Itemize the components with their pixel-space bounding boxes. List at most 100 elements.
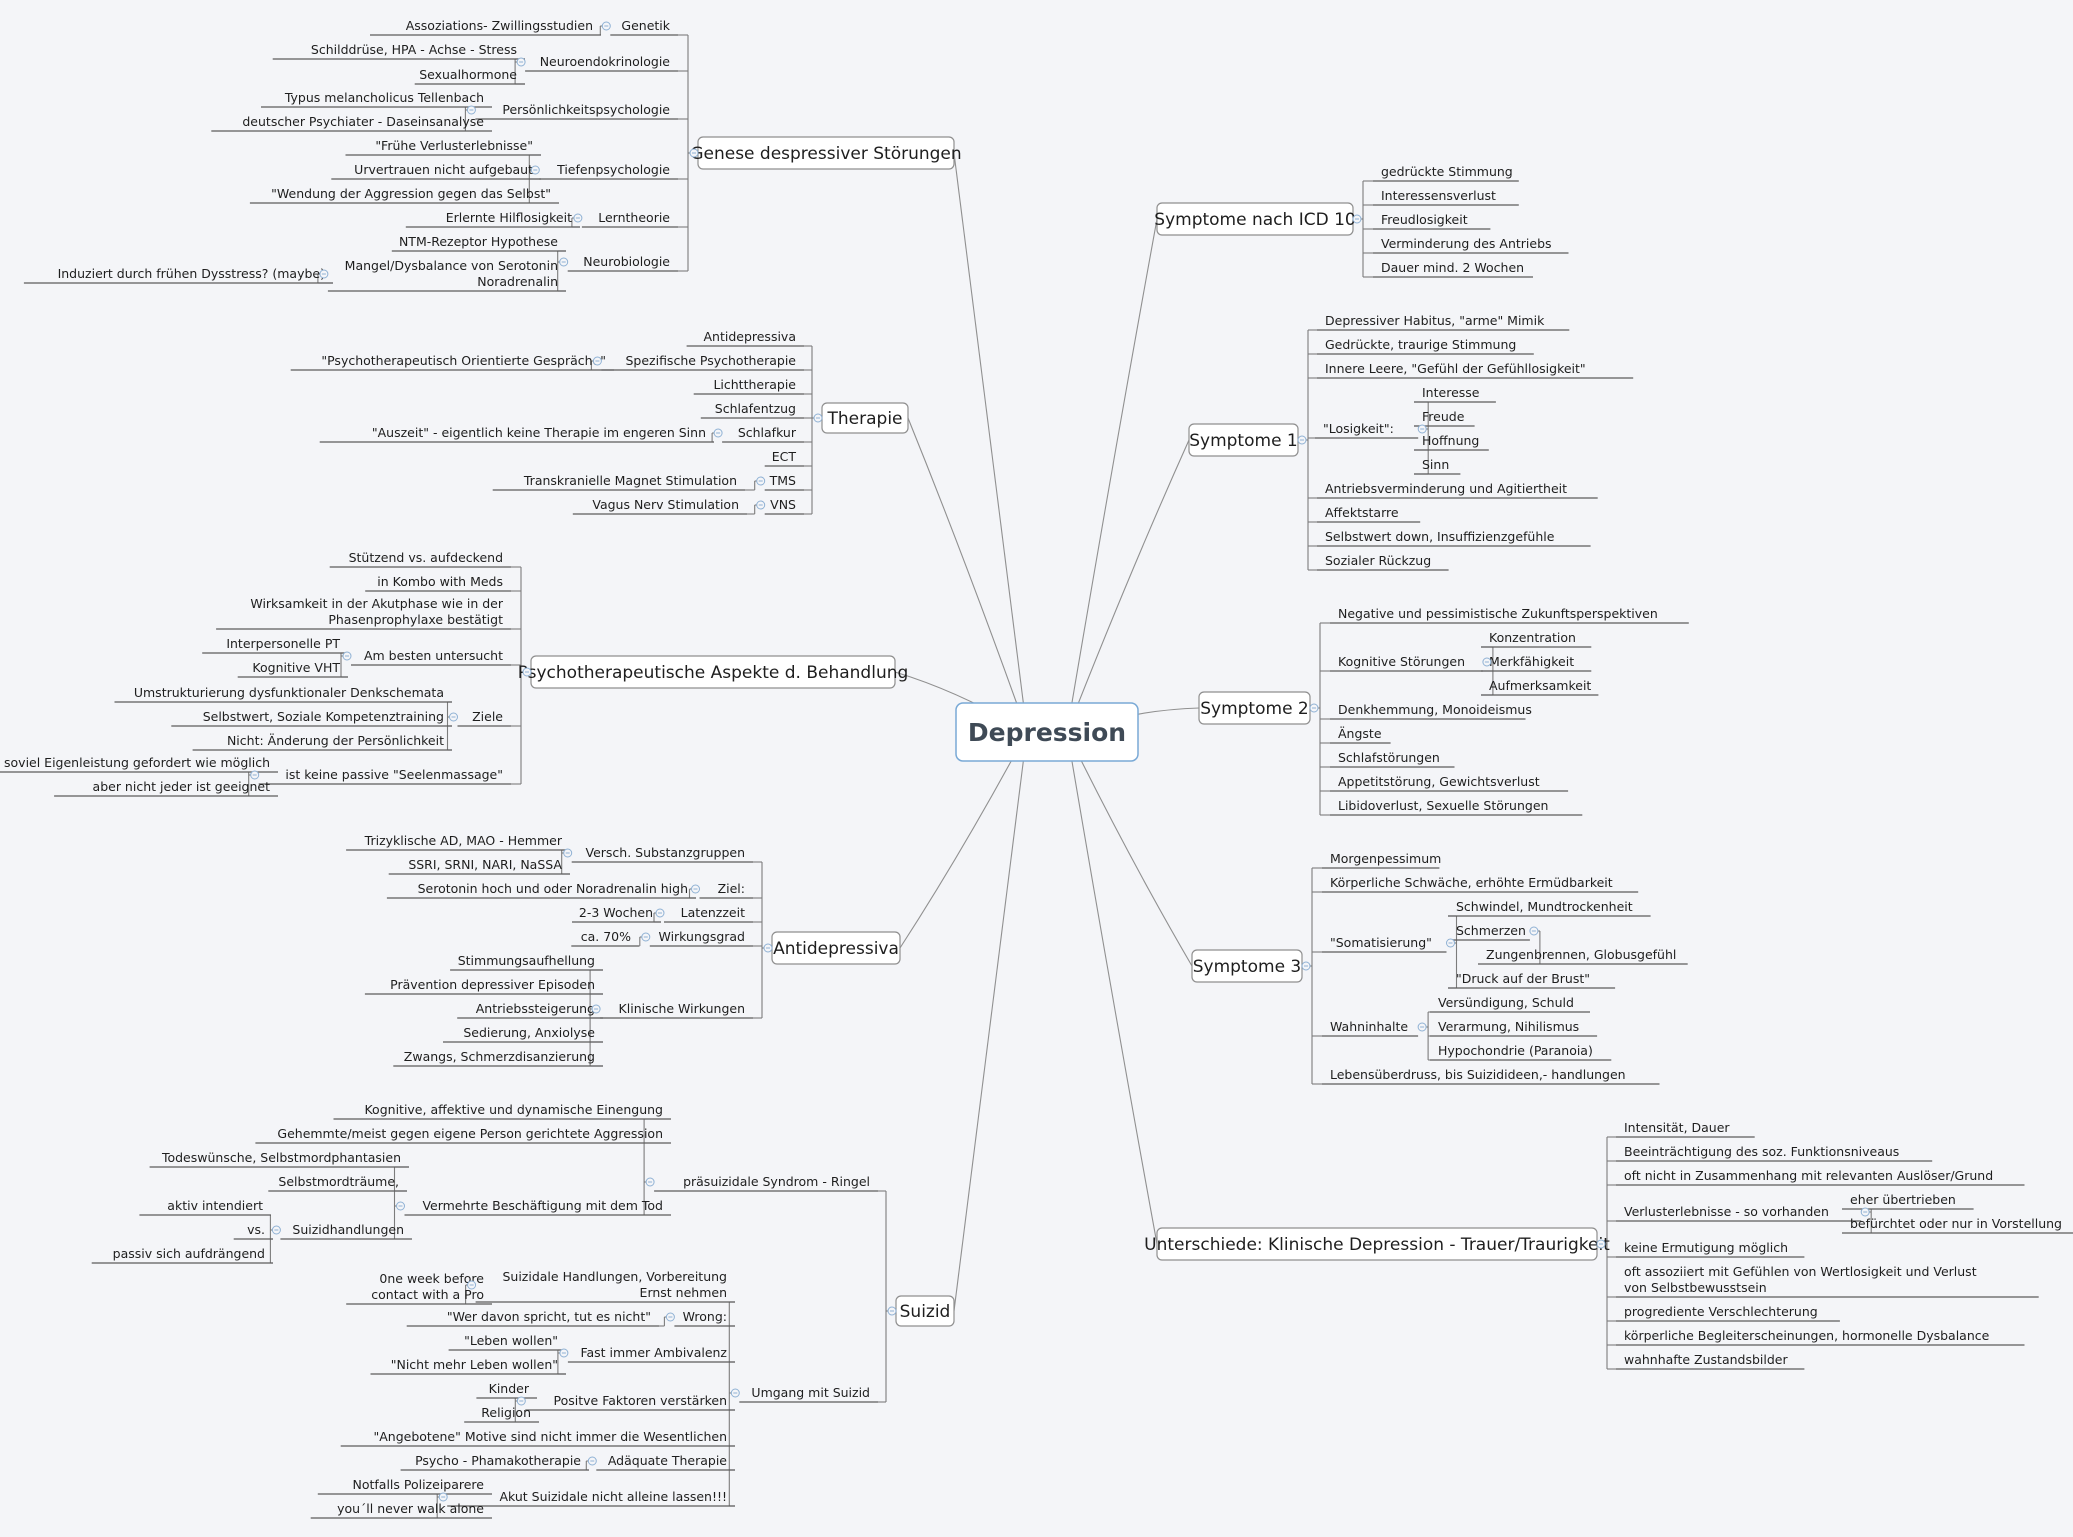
topic-interesse[interactable]: Interesse xyxy=(1414,385,1496,403)
topic-neuroendokrinologie[interactable]: Neuroendokrinologie xyxy=(525,54,678,72)
topic-stuetzend-vs-aufdeckend[interactable]: Stützend vs. aufdeckend xyxy=(329,550,511,568)
collapse-toggle-icon[interactable] xyxy=(813,413,823,423)
topic-gehemmte-meist-gegen-eigene-person-geric[interactable]: Gehemmte/meist gegen eigene Person geric… xyxy=(255,1126,671,1144)
collapse-toggle-icon[interactable] xyxy=(1860,1207,1870,1217)
collapse-toggle-icon[interactable] xyxy=(438,1492,448,1502)
collapse-toggle-icon[interactable] xyxy=(756,500,766,510)
topic-todeswuensche-selbstmordphantasien[interactable]: Todeswünsche, Selbstmordphantasien xyxy=(149,1150,409,1168)
topic-sinn[interactable]: Sinn xyxy=(1414,457,1461,475)
topic-wahnhafte-zustandsbilder[interactable]: wahnhafte Zustandsbilder xyxy=(1616,1352,1805,1370)
topic-praevention-depressiver-episoden[interactable]: Prävention depressiver Episoden xyxy=(364,977,603,995)
topic-passiv-sich-aufdraengend[interactable]: passiv sich aufdrängend xyxy=(91,1246,273,1264)
topic-ziele[interactable]: Ziele xyxy=(457,709,512,727)
collapse-toggle-icon[interactable] xyxy=(730,1388,740,1398)
topic-negative-und-pessimistische-zukunftspers[interactable]: Negative und pessimistische Zukunftspers… xyxy=(1330,606,1689,624)
topic-auszeit-eigentlich-keine-therapie-im-eng[interactable]: "Auszeit" - eigentlich keine Therapie im… xyxy=(319,425,714,443)
topic-am-besten-untersucht[interactable]: Am besten untersucht xyxy=(351,648,511,666)
topic-notfalls-polizeiparere[interactable]: Notfalls Polizeiparere xyxy=(317,1477,492,1495)
topic-antriebsverminderung-und-agitiertheit[interactable]: Antriebsverminderung und Agitiertheit xyxy=(1317,481,1598,499)
topic-wirksamkeit-in-der-akutphase-wie-in-der-[interactable]: Wirksamkeit in der Akutphase wie in derP… xyxy=(216,596,511,630)
topic-vs[interactable]: vs. xyxy=(233,1222,273,1240)
topic-freude[interactable]: Freude xyxy=(1414,409,1475,427)
topic-ca-70[interactable]: ca. 70% xyxy=(571,929,639,947)
collapse-toggle-icon[interactable] xyxy=(665,1312,675,1322)
topic-kognitive-affektive-und-dynamische-einen[interactable]: Kognitive, affektive und dynamische Eine… xyxy=(333,1102,672,1120)
topic-gedrueckte-stimmung[interactable]: gedrückte Stimmung xyxy=(1373,164,1519,182)
topic-stimmungsaufhellung[interactable]: Stimmungsaufhellung xyxy=(450,953,603,971)
topic-selbstwert-soziale-kompetenztraining[interactable]: Selbstwert, Soziale Kompetenztraining xyxy=(171,709,452,727)
topic-assoziations-zwillingsstudien[interactable]: Assoziations- Zwillingsstudien xyxy=(370,18,601,36)
topic-libidoverlust-sexuelle-stoerungen[interactable]: Libidoverlust, Sexuelle Störungen xyxy=(1330,798,1583,816)
topic-lerntheorie[interactable]: Lerntheorie xyxy=(581,210,678,228)
topic-kognitive-vht[interactable]: Kognitive VHT xyxy=(237,660,348,678)
topic-ntm-rezeptor-hypothese[interactable]: NTM-Rezeptor Hypothese xyxy=(391,234,566,252)
topic-antriebssteigerung[interactable]: Antriebssteigerung xyxy=(457,1001,603,1019)
collapse-toggle-icon[interactable] xyxy=(559,257,569,267)
topic-vagus-nerv-stimulation[interactable]: Vagus Nerv Stimulation xyxy=(572,497,747,515)
topic-adaequate-therapie[interactable]: Adäquate Therapie xyxy=(596,1453,735,1471)
topic-tiefenpsychologie[interactable]: Tiefenpsychologie xyxy=(539,162,678,180)
topic-verminderung-des-antriebs[interactable]: Verminderung des Antriebs xyxy=(1373,236,1569,254)
topic-neurobiologie[interactable]: Neurobiologie xyxy=(567,254,678,272)
topic-wahninhalte[interactable]: Wahninhalte xyxy=(1322,1019,1419,1037)
topic-versch-substanzgruppen[interactable]: Versch. Substanzgruppen xyxy=(571,845,753,863)
topic-gedrueckte-traurige-stimmung[interactable]: Gedrückte, traurige Stimmung xyxy=(1317,337,1534,355)
collapse-toggle-icon[interactable] xyxy=(1352,214,1362,224)
collapse-toggle-icon[interactable] xyxy=(591,1004,601,1014)
topic-aengste[interactable]: Ängste xyxy=(1330,726,1391,744)
collapse-toggle-icon[interactable] xyxy=(1446,938,1455,948)
topic-psychotherapeutisch-orientierte-gespraec[interactable]: "Psychotherapeutisch Orientierte Gespräc… xyxy=(290,353,614,371)
collapse-toggle-icon[interactable] xyxy=(601,21,611,31)
topic-appetitstoerung-gewichtsverlust[interactable]: Appetitstörung, Gewichtsverlust xyxy=(1330,774,1569,792)
topic-wrong[interactable]: Wrong: xyxy=(674,1309,735,1327)
topic-verarmung-nihilismus[interactable]: Verarmung, Nihilismus xyxy=(1430,1019,1598,1037)
collapse-toggle-icon[interactable] xyxy=(587,1456,597,1466)
branch-symptome-3[interactable]: Symptome 3 xyxy=(1191,949,1303,983)
collapse-toggle-icon[interactable] xyxy=(516,57,526,67)
topic-koerperliche-begleiterscheinungen-hormon[interactable]: körperliche Begleiterscheinungen, hormon… xyxy=(1616,1328,2025,1346)
topic-intensitaet-dauer[interactable]: Intensität, Dauer xyxy=(1616,1120,1755,1138)
collapse-toggle-icon[interactable] xyxy=(271,1225,281,1235)
topic-vermehrte-beschaeftigung-mit-dem-tod[interactable]: Vermehrte Beschäftigung mit dem Tod xyxy=(404,1198,672,1216)
topic-aber-nicht-jeder-ist-geeignet[interactable]: aber nicht jeder ist geeignet xyxy=(54,779,278,797)
topic-ist-keine-passive-seelenmassage[interactable]: ist keine passive "Seelenmassage" xyxy=(258,767,511,785)
topic-nicht-mehr-leben-wollen[interactable]: "Nicht mehr Leben wollen" xyxy=(370,1357,567,1375)
collapse-toggle-icon[interactable] xyxy=(641,932,651,942)
collapse-toggle-icon[interactable] xyxy=(522,667,532,677)
collapse-toggle-icon[interactable] xyxy=(1482,657,1492,667)
topic-wirkungsgrad[interactable]: Wirkungsgrad xyxy=(649,929,753,947)
collapse-toggle-icon[interactable] xyxy=(466,105,476,115)
topic-kinder[interactable]: Kinder xyxy=(476,1381,537,1399)
branch-therapie[interactable]: Therapie xyxy=(821,402,909,434)
topic-psycho-phamakotherapie[interactable]: Psycho - Phamakotherapie xyxy=(400,1453,589,1471)
topic-selbstmordtraeume[interactable]: Selbstmordträume, xyxy=(268,1174,407,1192)
topic-depressiver-habitus-arme-mimik[interactable]: Depressiver Habitus, "arme" Mimik xyxy=(1317,313,1570,331)
topic-oft-nicht-in-zusammenhang-mit-relevanten[interactable]: oft nicht in Zusammenhang mit relevanten… xyxy=(1616,1168,2025,1186)
branch-genese-despressiver-stoerungen[interactable]: Genese despressiver Störungen xyxy=(690,136,962,170)
topic-interpersonelle-pt[interactable]: Interpersonelle PT xyxy=(202,636,348,654)
branch-symptome-2[interactable]: Symptome 2 xyxy=(1198,691,1311,725)
topic-leben-wollen[interactable]: "Leben wollen" xyxy=(448,1333,566,1351)
topic-religion[interactable]: Religion xyxy=(464,1405,539,1423)
collapse-toggle-icon[interactable] xyxy=(573,213,583,223)
collapse-toggle-icon[interactable] xyxy=(887,1306,897,1316)
topic-fruehe-verlusterlebnisse[interactable]: "Frühe Verlusterlebnisse" xyxy=(345,138,542,156)
topic-antidepressiva[interactable]: Antidepressiva xyxy=(686,329,804,347)
topic-dauer-mind-2-wochen[interactable]: Dauer mind. 2 Wochen xyxy=(1373,260,1533,278)
collapse-toggle-icon[interactable] xyxy=(250,770,260,780)
topic-sozialer-rueckzug[interactable]: Sozialer Rückzug xyxy=(1317,553,1449,571)
topic-interessensverlust[interactable]: Interessensverlust xyxy=(1373,188,1519,206)
topic-soviel-eigenleistung-gefordert-wie-moegl[interactable]: soviel Eigenleistung gefordert wie mögli… xyxy=(0,755,278,773)
topic-suizidhandlungen[interactable]: Suizidhandlungen xyxy=(280,1222,412,1240)
collapse-toggle-icon[interactable] xyxy=(1529,926,1539,936)
topic-affektstarre[interactable]: Affektstarre xyxy=(1317,505,1421,523)
topic-umgang-mit-suizid[interactable]: Umgang mit Suizid xyxy=(739,1385,878,1403)
topic-schlafentzug[interactable]: Schlafentzug xyxy=(700,401,804,419)
topic-ziel[interactable]: Ziel: xyxy=(699,881,754,899)
topic-klinische-wirkungen[interactable]: Klinische Wirkungen xyxy=(600,1001,753,1019)
collapse-toggle-icon[interactable] xyxy=(449,712,458,722)
topic-progrediente-verschlechterung[interactable]: progrediente Verschlechterung xyxy=(1616,1304,1840,1322)
topic-praesuizidale-syndrom-ringel[interactable]: präsuizidale Syndrom - Ringel xyxy=(654,1174,878,1192)
collapse-toggle-icon[interactable] xyxy=(1417,1022,1427,1032)
topic-innere-leere-gefuehl-der-gefuehllosigkei[interactable]: Innere Leere, "Gefühl der Gefühllosigkei… xyxy=(1317,361,1634,379)
